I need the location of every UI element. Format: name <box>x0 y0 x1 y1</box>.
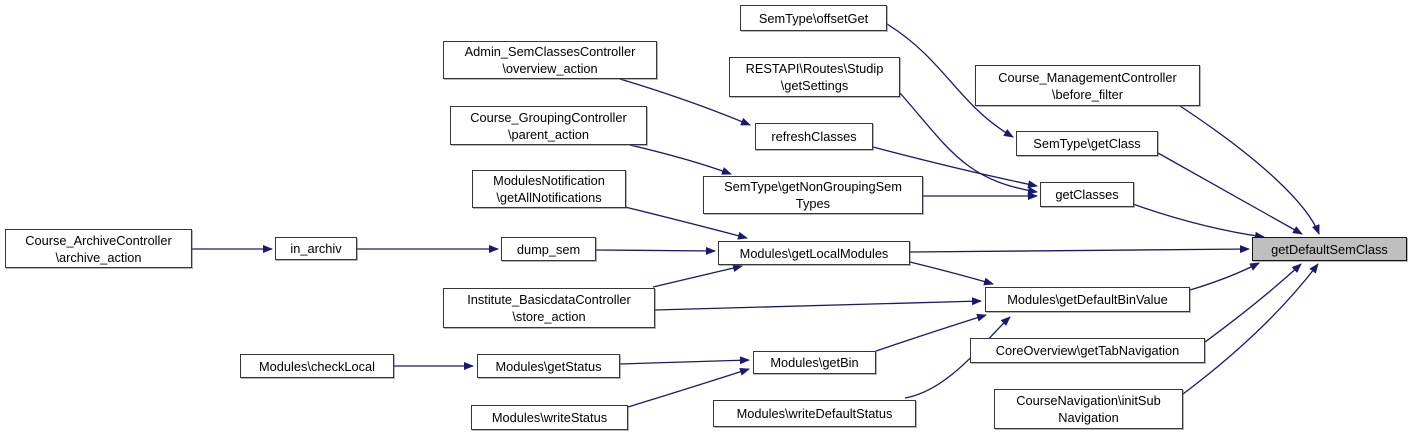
node-dump-sem[interactable]: dump_sem <box>501 237 596 261</box>
node-label-line: Course_ArchiveController <box>25 232 172 248</box>
node-institute-basicdata-store-action[interactable]: Institute_BasicdataController \store_acti… <box>443 288 655 328</box>
node-in-archiv[interactable]: in_archiv <box>275 237 357 260</box>
node-modules-write-default-status[interactable]: Modules\writeDefaultStatus <box>713 400 916 427</box>
node-label-line: ModulesNotification <box>493 173 605 188</box>
node-semtype-offset-get[interactable]: SemType\offsetGet <box>740 5 887 31</box>
node-label-line: getClasses <box>1055 187 1119 202</box>
edge-modules-write-default-status-to-modules-get-default-bin-value <box>904 316 1011 399</box>
node-label-line: Modules\getLocalModules <box>739 245 889 261</box>
node-course-archive-archive-action[interactable]: Course_ArchiveController\archive_action <box>5 229 192 268</box>
node-refresh-classes[interactable]: refreshClasses <box>755 123 873 150</box>
node-modules-notification-get-all-notifications[interactable]: ModulesNotification \getAllNotifications <box>472 170 626 208</box>
node-label-line: Navigation <box>1058 410 1119 425</box>
node-core-overview-get-tab-navigation[interactable]: CoreOverview\getTabNavigation <box>970 338 1205 363</box>
node-course-grouping-parent-action[interactable]: Course_GroupingController\parent_action <box>450 106 647 145</box>
edge-modules-get-local-modules-to-modules-get-default-bin-value <box>909 261 994 286</box>
node-label-line: \before_filter <box>1051 86 1124 102</box>
node-label-line: Modules\getBin <box>770 355 859 370</box>
edge-semtype-offset-get-to-semtype-get-class <box>886 23 1014 138</box>
node-semtype-get-class[interactable]: SemType\getClass <box>1016 131 1158 156</box>
edge-modules-notification-get-all-notifications-to-modules-get-local-modules <box>624 206 748 240</box>
node-modules-get-status[interactable]: Modules\getStatus <box>477 354 620 378</box>
node-label-line: refreshClasses <box>771 129 857 144</box>
node-label-line: Course_GroupingController <box>470 109 627 125</box>
node-label-line: SemType\getNonGroupingSem <box>724 179 902 194</box>
edge-modules-get-local-modules-to-get-default-sem-class <box>909 245 1250 254</box>
node-modules-get-local-modules[interactable]: Modules\getLocalModules <box>718 241 910 265</box>
edge-modules-get-bin-to-modules-get-default-bin-value <box>875 313 987 352</box>
node-label-line: \overview_action <box>502 61 598 76</box>
edge-institute-basicdata-store-action-to-modules-get-default-bin-value <box>654 297 982 311</box>
node-label-line: Modules\getDefaultBinValue <box>1007 292 1168 307</box>
node-label-line: Modules\writeDefaultStatus <box>736 406 893 421</box>
node-modules-check-local[interactable]: Modules\checkLocal <box>240 354 394 378</box>
node-label-line: Modules\checkLocal <box>259 358 375 374</box>
edge-dump-sem-to-modules-get-local-modules <box>595 246 716 255</box>
node-label-line: getDefaultSemClass <box>1271 241 1388 257</box>
node-label-line: SemType\offsetGet <box>758 10 869 26</box>
node-label-line: SemType\getClass <box>1033 136 1141 151</box>
node-label-line: \archive_action <box>55 249 142 265</box>
node-get-classes[interactable]: getClasses <box>1040 182 1134 207</box>
edge-course-navigation-init-sub-navigation-to-get-default-sem-class <box>1182 263 1319 395</box>
node-label-line: dump_sem <box>516 241 581 257</box>
node-label-line: \getSettings <box>780 78 849 93</box>
edge-course-grouping-parent-action-to-semtype-get-non-grouping-sem-types <box>629 144 732 175</box>
edge-modules-write-status-to-modules-get-bin <box>627 367 750 408</box>
node-label-line: \getAllNotifications <box>496 190 602 205</box>
node-label-line: \parent_action <box>507 126 590 142</box>
node-label-line: \store_action <box>512 309 586 324</box>
node-label-line: RESTAPI\Routes\Studip <box>745 61 884 76</box>
node-course-management-before-filter[interactable]: Course_ManagementController\before_filte… <box>975 65 1200 106</box>
edge-semtype-get-class-to-get-default-sem-class <box>1157 152 1303 235</box>
edge-modules-get-default-bin-value-to-get-default-sem-class <box>1189 262 1260 291</box>
node-modules-get-bin[interactable]: Modules\getBin <box>753 351 876 374</box>
node-label-line: Types <box>795 196 831 211</box>
node-get-default-sem-class: getDefaultSemClass <box>1252 237 1407 261</box>
edge-admin-semclasses-overview-action-to-refresh-classes <box>619 78 751 126</box>
node-restapi-routes-studip-get-settings[interactable]: RESTAPI\Routes\Studip \getSettings <box>729 57 900 97</box>
node-label-line: Modules\getStatus <box>495 358 602 374</box>
node-modules-get-default-bin-value[interactable]: Modules\getDefaultBinValue <box>985 287 1190 312</box>
edge-core-overview-get-tab-navigation-to-get-default-sem-class <box>1204 263 1302 343</box>
edge-institute-basicdata-store-action-to-modules-get-local-modules <box>652 264 743 288</box>
node-label-line: Institute_BasicdataController <box>467 292 631 307</box>
edge-get-classes-to-get-default-sem-class <box>1129 202 1265 240</box>
node-label-line: Modules\writeStatus <box>491 410 608 425</box>
node-label-line: Admin_SemClassesController <box>464 44 636 59</box>
node-modules-write-status[interactable]: Modules\writeStatus <box>471 405 628 430</box>
edge-refresh-classes-to-get-classes <box>872 146 1038 189</box>
node-label-line: Course_ManagementController <box>998 69 1177 85</box>
edge-modules-get-status-to-modules-get-bin <box>619 356 750 365</box>
node-label-line: CourseNavigation\initSub <box>1016 393 1161 408</box>
edge-restapi-routes-studip-get-settings-to-get-classes <box>899 92 1038 195</box>
node-label-line: in_archiv <box>290 241 342 256</box>
node-admin-semclasses-overview-action[interactable]: Admin_SemClassesController \overview_acti… <box>443 41 657 79</box>
edge-course-management-before-filter-to-get-default-sem-class <box>1179 105 1320 235</box>
node-label-line: CoreOverview\getTabNavigation <box>995 343 1180 358</box>
